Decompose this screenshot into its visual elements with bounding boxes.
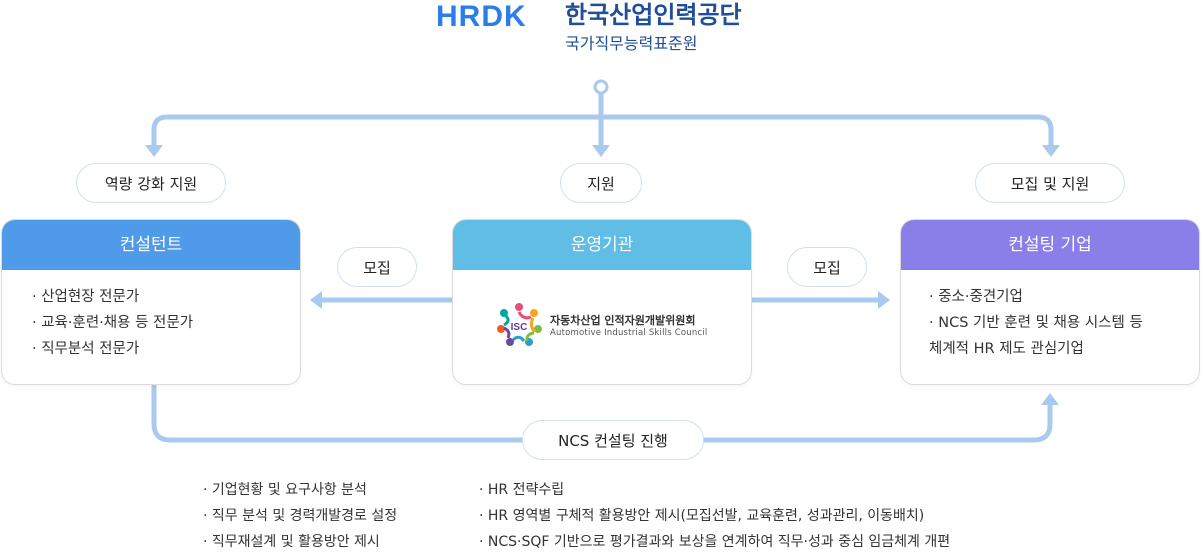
operator-card-title: 운영기관 (453, 220, 751, 270)
list-item: · 기업현황 및 요구사항 분석 (203, 482, 367, 498)
bottom-list-left: · 기업현황 및 요구사항 분석 · 직무 분석 및 경력개발경로 설정 · 직… (203, 477, 397, 555)
list-item: · HR 전략수립 (479, 482, 565, 498)
bottom-list-right: · HR 전략수립 · HR 영역별 구체적 활용방안 제시(모집선발, 교육훈… (479, 477, 950, 555)
label-capacity-support: 역량 강화 지원 (76, 163, 226, 203)
operator-card: 운영기관 ISC 자동차산업 인적자원개발위원회 Automotive Indu… (452, 219, 752, 385)
company-list: · 중소·중견기업 · NCS 기반 훈련 및 채용 시스템 등 체계적 HR … (901, 270, 1199, 362)
isc-badge-text: ISC (511, 322, 528, 333)
list-item: · 직무 분석 및 경력개발경로 설정 (203, 508, 398, 524)
label-recruit-right: 모집 (787, 247, 867, 287)
isc-logo: ISC 자동차산업 인적자원개발위원회 Automotive Industria… (493, 300, 723, 350)
label-ncs-consulting: NCS 컨설팅 진행 (522, 420, 704, 460)
company-card-title: 컨설팅 기업 (901, 220, 1199, 270)
header: HRDK 한국산업인력공단 국가직무능력표준원 (430, 0, 810, 60)
org-name: 한국산업인력공단 (565, 1, 742, 29)
org-subtitle: 국가직무능력표준원 (565, 34, 698, 53)
hrdk-logo: HRDK (436, 0, 527, 33)
list-item: · 직무분석 전문가 (32, 341, 140, 357)
consultant-card-title: 컨설턴트 (2, 220, 300, 270)
list-item: · 중소·중견기업 (929, 289, 1023, 305)
consultant-card: 컨설턴트 · 산업현장 전문가 · 교육·훈련·채용 등 전문가 · 직무분석 … (1, 219, 301, 385)
list-item: · 직무재설계 및 활용방안 제시 (203, 534, 380, 550)
list-item: · HR 영역별 구체적 활용방안 제시(모집선발, 교육훈련, 성과관리, 이… (479, 508, 925, 524)
isc-english-name: Automotive Industrial Skills Council (550, 328, 708, 338)
list-item: · NCS·SQF 기반으로 평가결과와 보상을 연계하여 직무·성과 중심 임… (479, 534, 951, 550)
isc-name: 자동차산업 인적자원개발위원회 (550, 314, 696, 327)
label-recruit-left: 모집 (337, 247, 417, 287)
label-recruit-support: 모집 및 지원 (975, 163, 1125, 203)
list-item: 체계적 HR 제도 관심기업 (929, 341, 1084, 357)
list-item: · 산업현장 전문가 (32, 289, 140, 305)
isc-emblem-icon: ISC (497, 303, 542, 346)
list-item: · NCS 기반 훈련 및 채용 시스템 등 (929, 315, 1143, 331)
consultant-list: · 산업현장 전문가 · 교육·훈련·채용 등 전문가 · 직무분석 전문가 (2, 270, 300, 362)
list-item: · 교육·훈련·채용 등 전문가 (32, 315, 194, 331)
label-support: 지원 (560, 163, 642, 203)
company-card: 컨설팅 기업 · 중소·중견기업 · NCS 기반 훈련 및 채용 시스템 등 … (900, 219, 1200, 385)
